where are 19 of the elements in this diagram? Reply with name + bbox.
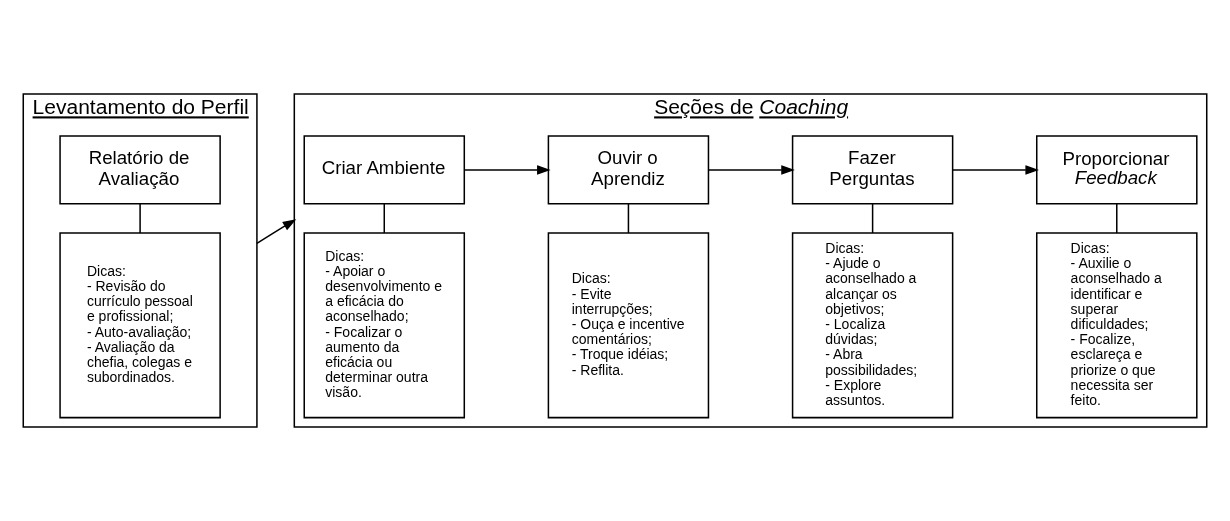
node-box: Fazer Perguntas — [791, 135, 954, 205]
node-box: Dicas: - Apoiar o desenvolvimento e a eficácia do aconselhado; - Focalizar o aumento da eficácia ou determinar outra visão. — [303, 232, 466, 419]
node-box: Dicas: - Ajude o aconselhado a alcançar os objetivos; - Localiza dúvidas; - Abra possibilidades; - Explore assuntos. — [791, 232, 954, 419]
node-box: Criar Ambiente — [303, 135, 466, 205]
connector — [1116, 203, 1118, 234]
node-box: Dicas: - Revisão do currículo pessoal e profissional; - Auto-avaliação; - Avaliação da chefia, colegas e subordinados. — [59, 232, 221, 419]
arrow — [463, 165, 551, 175]
arrow — [256, 219, 297, 245]
connector — [383, 203, 385, 234]
node-box: Dicas: - Evite interrupções; - Ouça e incentive comentários; - Troque idéias; - Reflita. — [547, 232, 710, 419]
connector — [871, 203, 874, 234]
connector — [627, 203, 630, 234]
arrow — [707, 165, 795, 175]
node-box: Dicas: - Auxilie o aconselhado a identificar e superar dificuldades; - Focalize, esclareça e priorize o que necessita ser feito. — [1036, 232, 1198, 419]
arrow — [951, 165, 1039, 175]
node-box: Ouvir o Aprendiz — [547, 135, 710, 205]
node-box: Proporcionar Feedback — [1036, 135, 1198, 205]
node-box: Relatório de Avaliação — [59, 135, 221, 205]
connector — [139, 203, 141, 234]
